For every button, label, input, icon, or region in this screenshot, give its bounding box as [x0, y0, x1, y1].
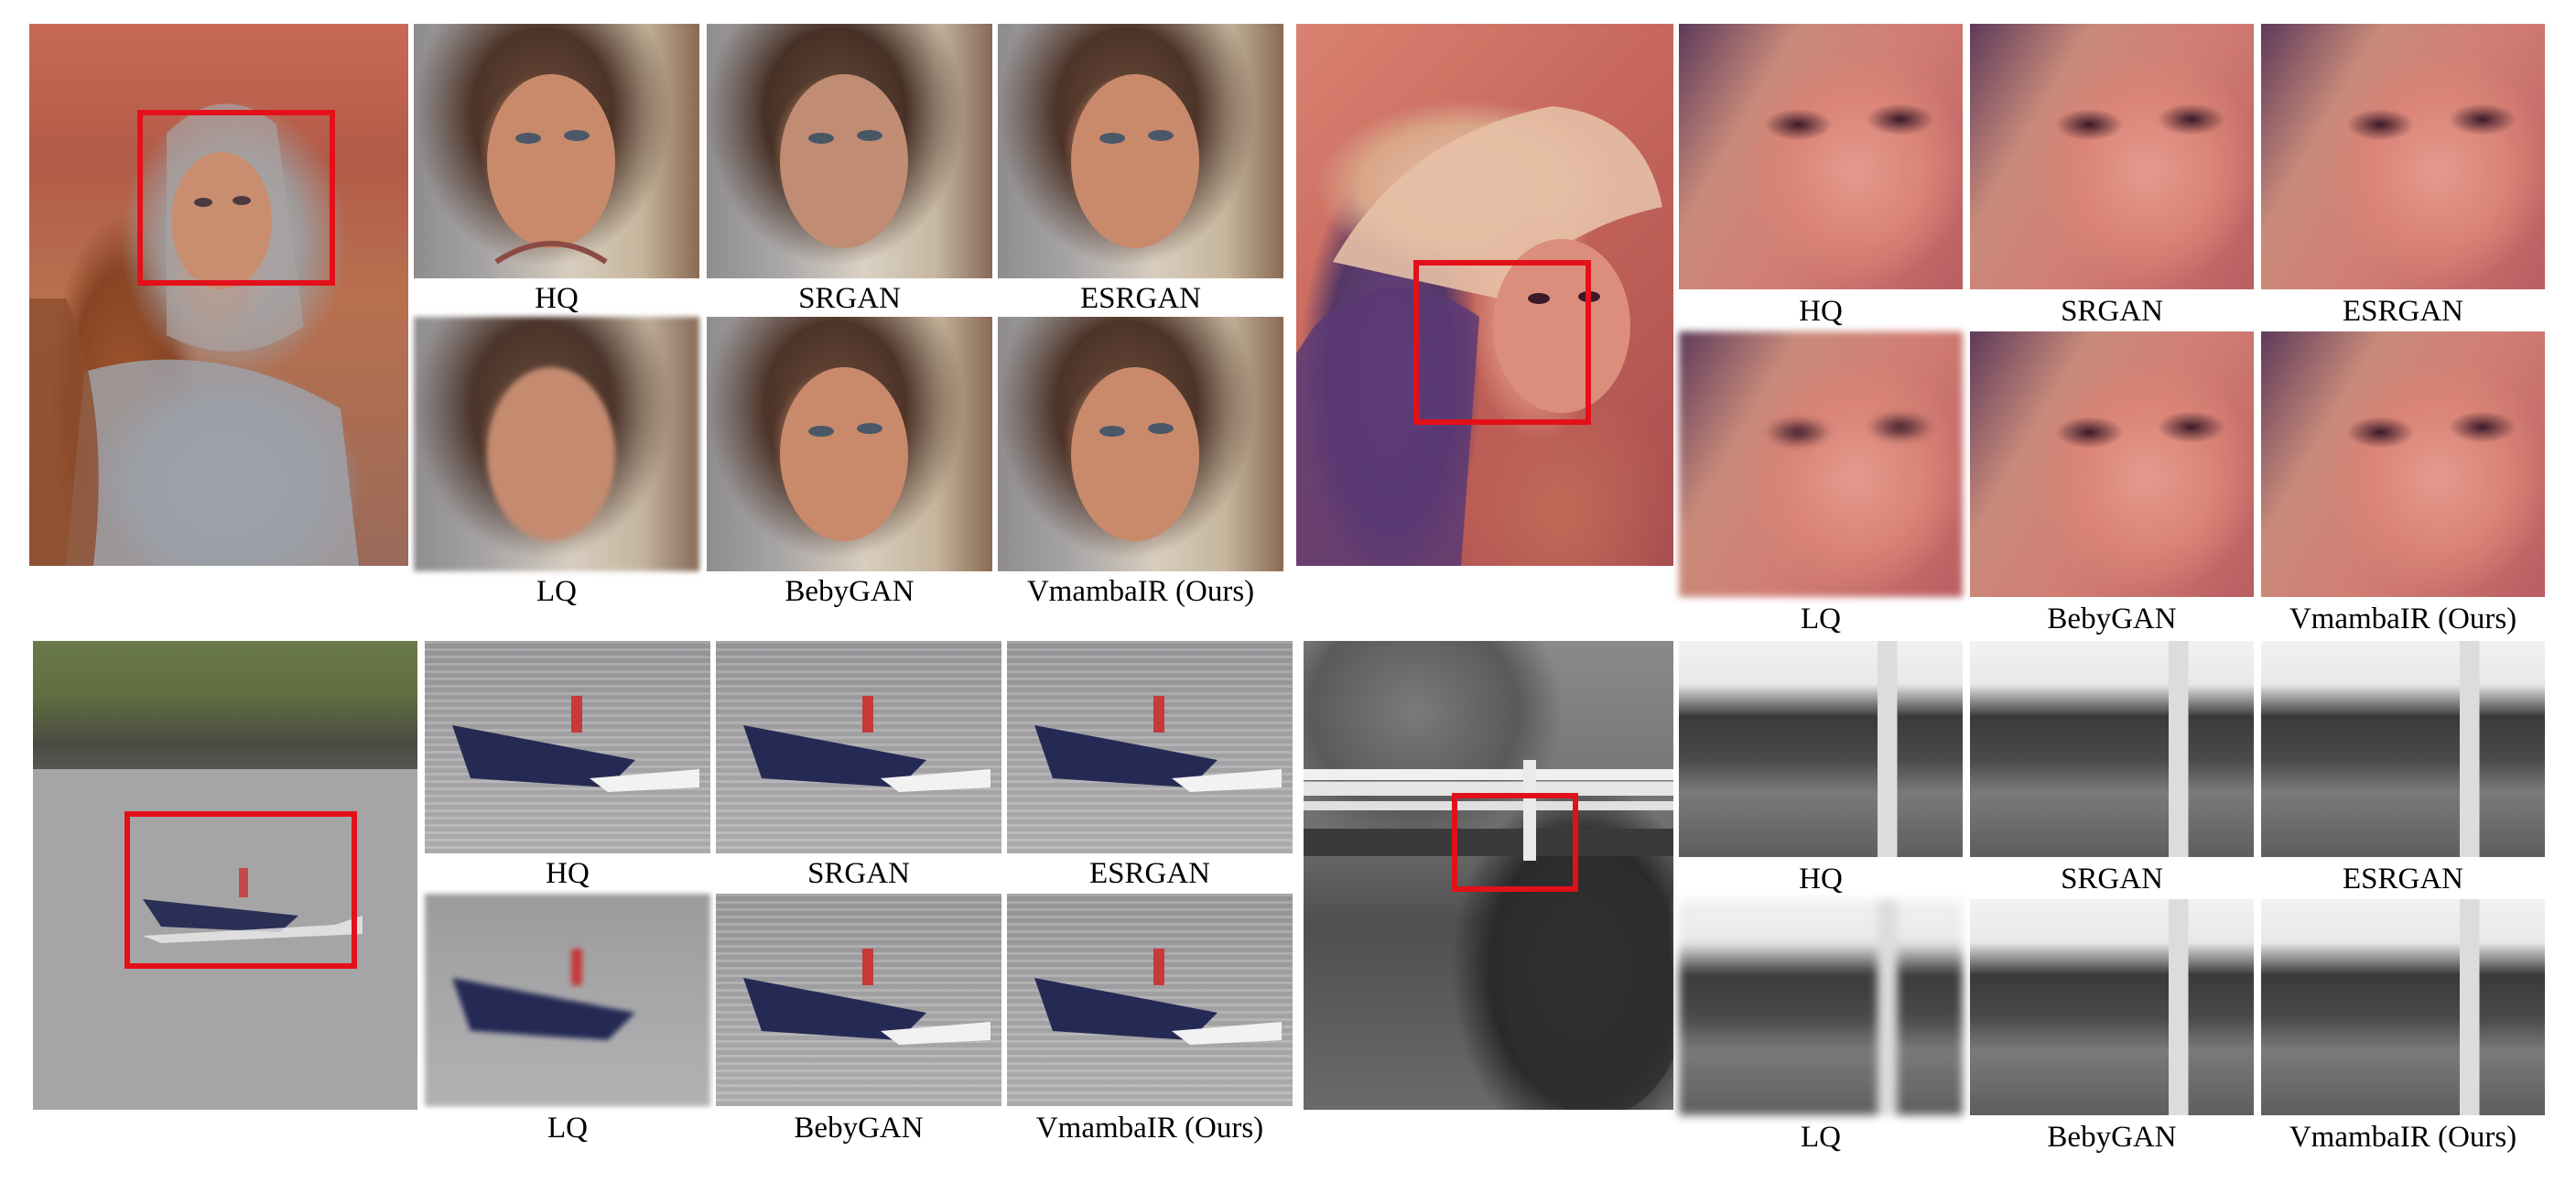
- barbara-caption-lq: LQ: [536, 575, 577, 608]
- lena-caption-bebygan: BebyGAN: [2047, 602, 2177, 635]
- lena-caption-lq: LQ: [1801, 602, 1841, 635]
- barbara-caption-srgan: SRGAN: [798, 282, 901, 315]
- barbara-srgan-crop: [707, 24, 992, 278]
- boat-ours-crop: [1007, 894, 1293, 1106]
- lena-lq-crop: [1679, 331, 1963, 597]
- barbara-caption-esrgan: ESRGAN: [1079, 282, 1202, 315]
- bridge-lq-crop: [1679, 899, 1963, 1115]
- boat-caption-esrgan: ESRGAN: [1088, 857, 1211, 890]
- barbara-full-image: [29, 24, 408, 566]
- bridge-bebygan-crop: [1970, 899, 2254, 1115]
- barbara-hq-crop: [414, 24, 699, 278]
- bridge-caption-srgan: SRGAN: [2061, 863, 2163, 895]
- boat-hq-crop: [425, 641, 710, 853]
- lena-bebygan-crop: [1970, 331, 2254, 597]
- lena-caption-esrgan: ESRGAN: [2342, 295, 2464, 328]
- boat-caption-srgan: SRGAN: [807, 857, 910, 890]
- boat-caption-bebygan: BebyGAN: [794, 1112, 924, 1145]
- lena-hq-crop: [1679, 24, 1963, 289]
- lena-caption-hq: HQ: [1799, 295, 1843, 328]
- lena-full-image: [1296, 24, 1673, 566]
- lena-srgan-crop: [1970, 24, 2254, 289]
- bridge-full-image: [1304, 641, 1673, 1110]
- bridge-caption-bebygan: BebyGAN: [2047, 1121, 2177, 1154]
- boat-caption-lq: LQ: [547, 1112, 588, 1145]
- bridge-esrgan-crop: [2261, 641, 2545, 857]
- barbara-caption-hq: HQ: [535, 282, 579, 315]
- boat-lq-crop: [425, 894, 710, 1106]
- barbara-bebygan-crop: [707, 317, 992, 571]
- boat-caption-hq: HQ: [546, 857, 590, 890]
- boat-caption-ours: VmambaIR (Ours): [1035, 1112, 1264, 1145]
- bridge-caption-ours: VmambaIR (Ours): [2289, 1121, 2517, 1154]
- lena-caption-ours: VmambaIR (Ours): [2289, 602, 2517, 635]
- lena-ours-crop: [2261, 331, 2545, 597]
- boat-zoom-box: [124, 811, 357, 969]
- lena-caption-srgan: SRGAN: [2061, 295, 2163, 328]
- boat-bebygan-crop: [716, 894, 1001, 1106]
- bridge-srgan-crop: [1970, 641, 2254, 857]
- boat-esrgan-crop: [1007, 641, 1293, 853]
- boat-srgan-crop: [716, 641, 1001, 853]
- bridge-ours-crop: [2261, 899, 2545, 1115]
- barbara-lq-crop: [414, 317, 699, 571]
- bridge-caption-esrgan: ESRGAN: [2342, 863, 2464, 895]
- lena-zoom-box: [1413, 260, 1591, 425]
- barbara-caption-bebygan: BebyGAN: [785, 575, 915, 608]
- barbara-ours-crop: [998, 317, 1283, 571]
- bridge-caption-hq: HQ: [1799, 863, 1843, 895]
- bridge-caption-lq: LQ: [1801, 1121, 1841, 1154]
- bridge-hq-crop: [1679, 641, 1963, 857]
- barbara-zoom-box: [137, 110, 335, 286]
- barbara-caption-ours: VmambaIR (Ours): [1026, 575, 1255, 608]
- lena-esrgan-crop: [2261, 24, 2545, 289]
- bridge-zoom-box: [1452, 793, 1578, 892]
- barbara-esrgan-crop: [998, 24, 1283, 278]
